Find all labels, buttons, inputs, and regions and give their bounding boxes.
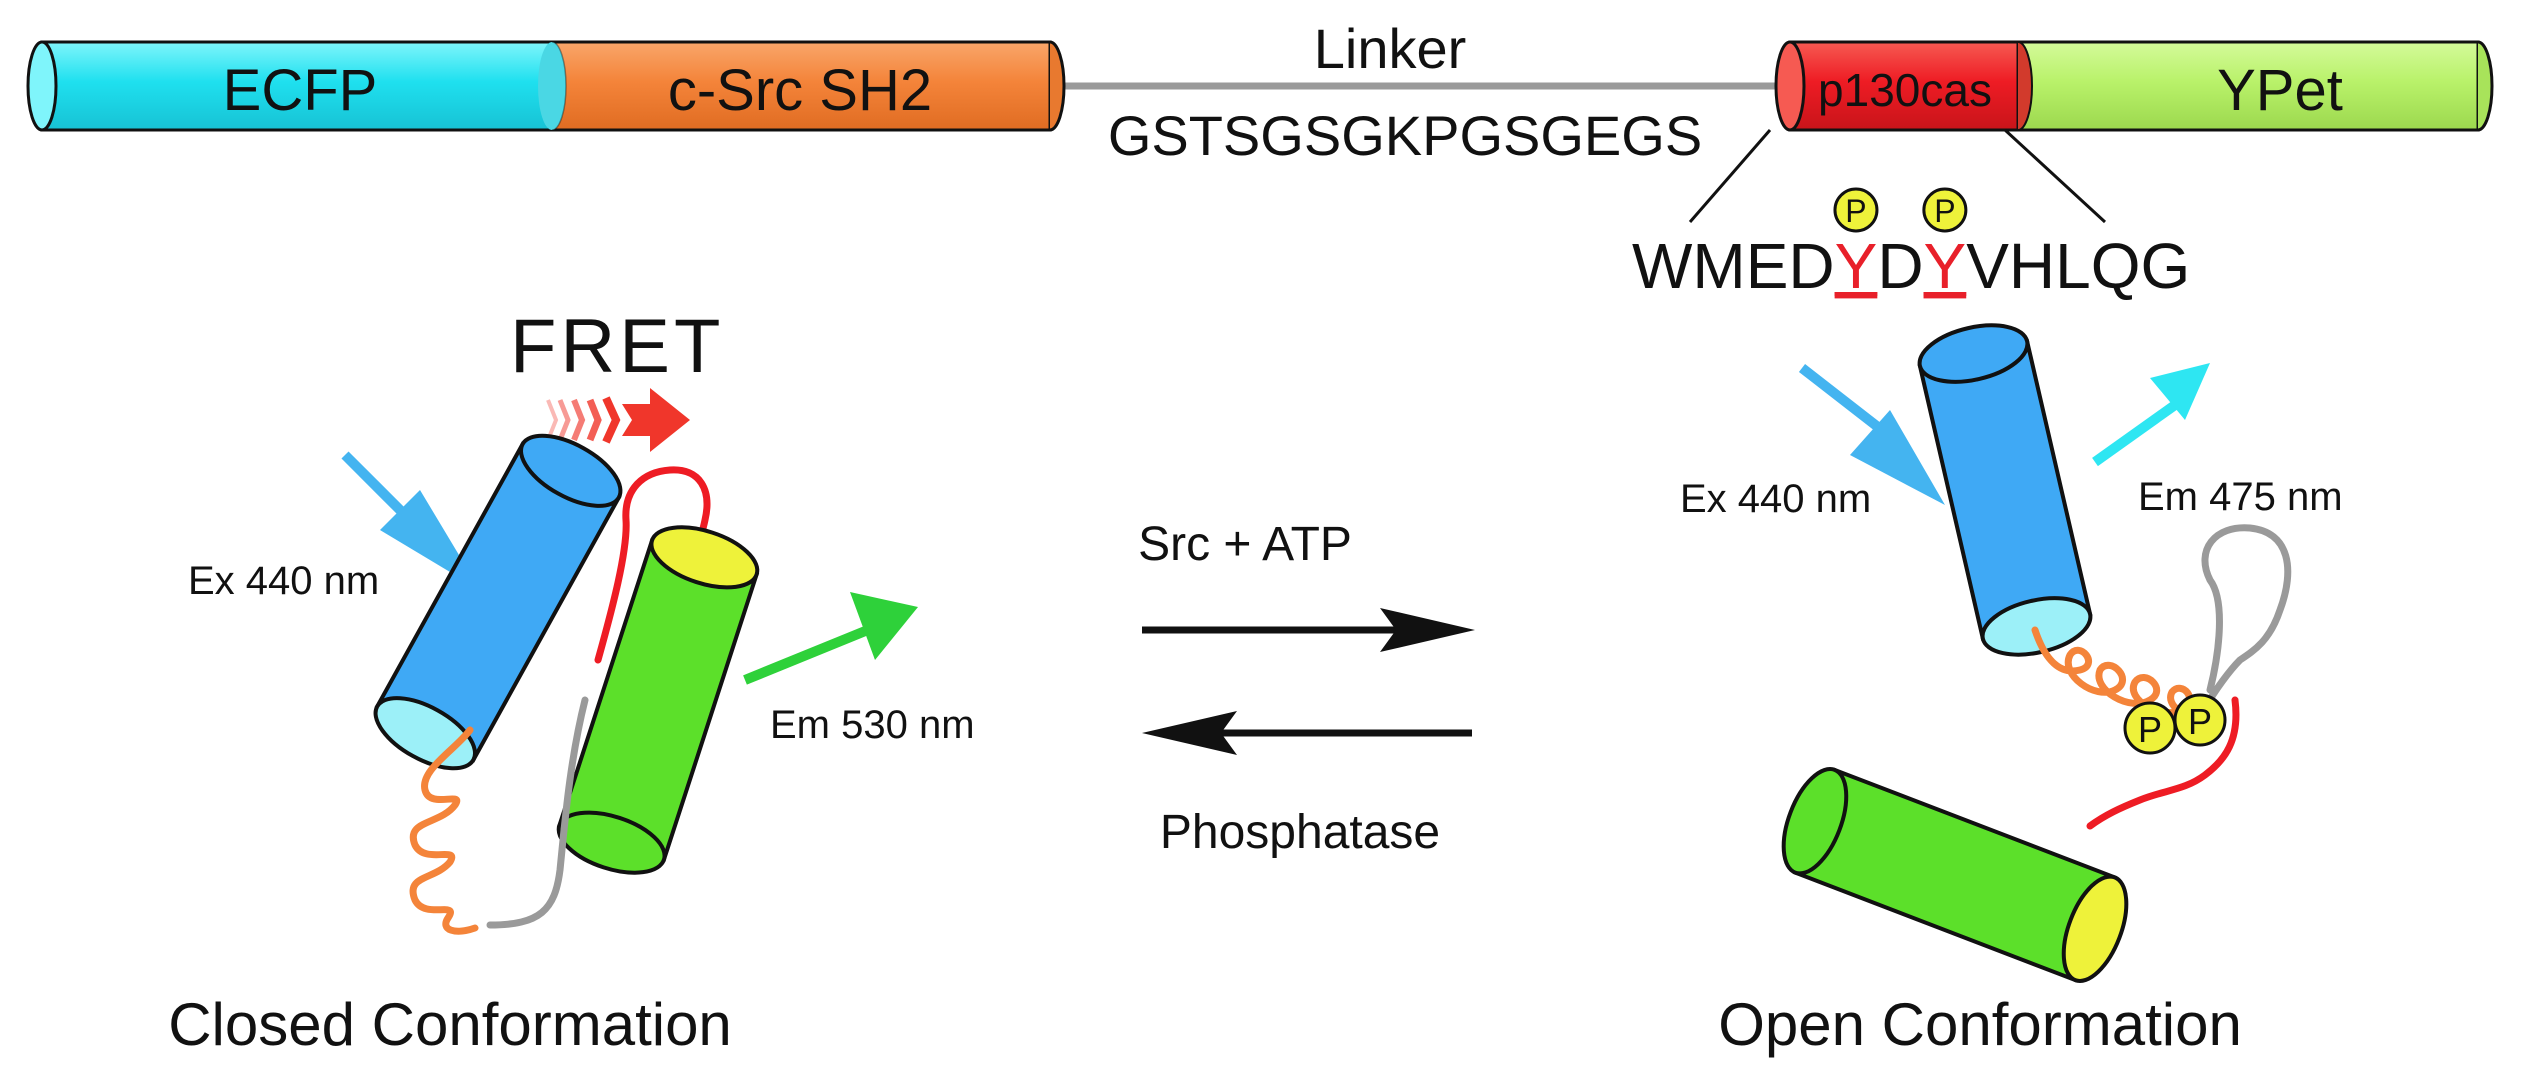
residue-d-4: D: [1788, 230, 1834, 302]
open-phospho-2-symbol: P: [2188, 701, 2212, 742]
residue-h-9: H: [2009, 230, 2055, 302]
open-grey-linker: [2201, 524, 2292, 712]
residue-l-10: L: [2055, 230, 2091, 302]
closed-ypet-barrel: [556, 525, 760, 875]
residue-v-8: V: [1966, 230, 2009, 302]
reverse-label: Phosphatase: [1160, 806, 1440, 859]
closed-emission-arrow: [743, 592, 918, 685]
closed-conformation: FRET Ex 440 nm: [168, 304, 974, 1058]
residue-g-12: G: [2141, 230, 2191, 302]
ecfp-label: ECFP: [223, 58, 378, 123]
phospho-marker-2-symbol: P: [1934, 193, 1955, 229]
reverse-arrow: [1142, 711, 1472, 755]
ypet-segment: [2016, 40, 2494, 132]
phospho-marker-1-symbol: P: [1845, 193, 1866, 229]
residue-e-3: E: [1746, 230, 1789, 302]
reaction: Src + ATP Phosphatase: [1138, 518, 1475, 859]
open-caption: Open Conformation: [1718, 991, 2242, 1058]
forward-label: Src + ATP: [1138, 518, 1352, 571]
closed-red-linker: [594, 466, 711, 664]
open-excitation-label: Ex 440 nm: [1680, 477, 1871, 521]
residue-m-2: M: [1692, 230, 1745, 302]
fret-arrow: [546, 388, 690, 452]
open-conformation: Ex 440 nm Em 475 nm P P: [1680, 323, 2343, 1058]
closed-grey-linker: [486, 696, 589, 929]
open-phospho-1-symbol: P: [2138, 709, 2162, 750]
zoom-line-left: [1688, 129, 1772, 223]
open-ypet-barrel: [1781, 767, 2129, 983]
sh2-label: c-Src SH2: [668, 58, 932, 123]
zoom-line-right: [2003, 128, 2107, 224]
ecfp-segment: [26, 40, 554, 132]
open-red-linker: [2086, 696, 2240, 830]
ypet-label: YPet: [2217, 58, 2343, 123]
closed-orange-helix: [409, 726, 479, 935]
p130cas-segment: [1774, 40, 2020, 132]
open-emission-label: Em 475 nm: [2138, 475, 2343, 519]
phospho-marker-1: [1833, 187, 1879, 233]
p130cas-label: p130cas: [1818, 64, 1992, 116]
closed-caption: Closed Conformation: [168, 991, 732, 1058]
construct-bar: ECFP c-Src SH2 p130cas YPet Linker GSTSG…: [26, 17, 2494, 167]
open-phospho-1: P: [2123, 701, 2177, 755]
forward-arrow: [1142, 608, 1475, 652]
open-phospho-2: P: [2173, 693, 2227, 747]
linker-title: Linker: [1314, 17, 1467, 80]
open-emission-arrow: [2092, 363, 2210, 467]
closed-emission-label: Em 530 nm: [770, 703, 975, 747]
residue-w-1: W: [1632, 230, 1693, 302]
linker-sequence: GSTSGSGKPGSGEGS: [1108, 104, 1702, 167]
fret-label: FRET: [510, 304, 724, 389]
substrate-sequence-text: WMEDYDYVHLQG: [1632, 230, 2190, 302]
closed-excitation-label: Ex 440 nm: [188, 559, 379, 603]
open-ecfp-barrel: [1917, 323, 2093, 657]
residue-y-5: Y: [1835, 230, 1878, 302]
residue-y-7: Y: [1924, 230, 1967, 302]
residue-q-11: Q: [2091, 230, 2141, 302]
residue-d-6: D: [1877, 230, 1923, 302]
sh2-segment: [538, 40, 1066, 132]
open-excitation-arrow: [1798, 364, 1945, 505]
phospho-marker-2: [1922, 187, 1968, 233]
